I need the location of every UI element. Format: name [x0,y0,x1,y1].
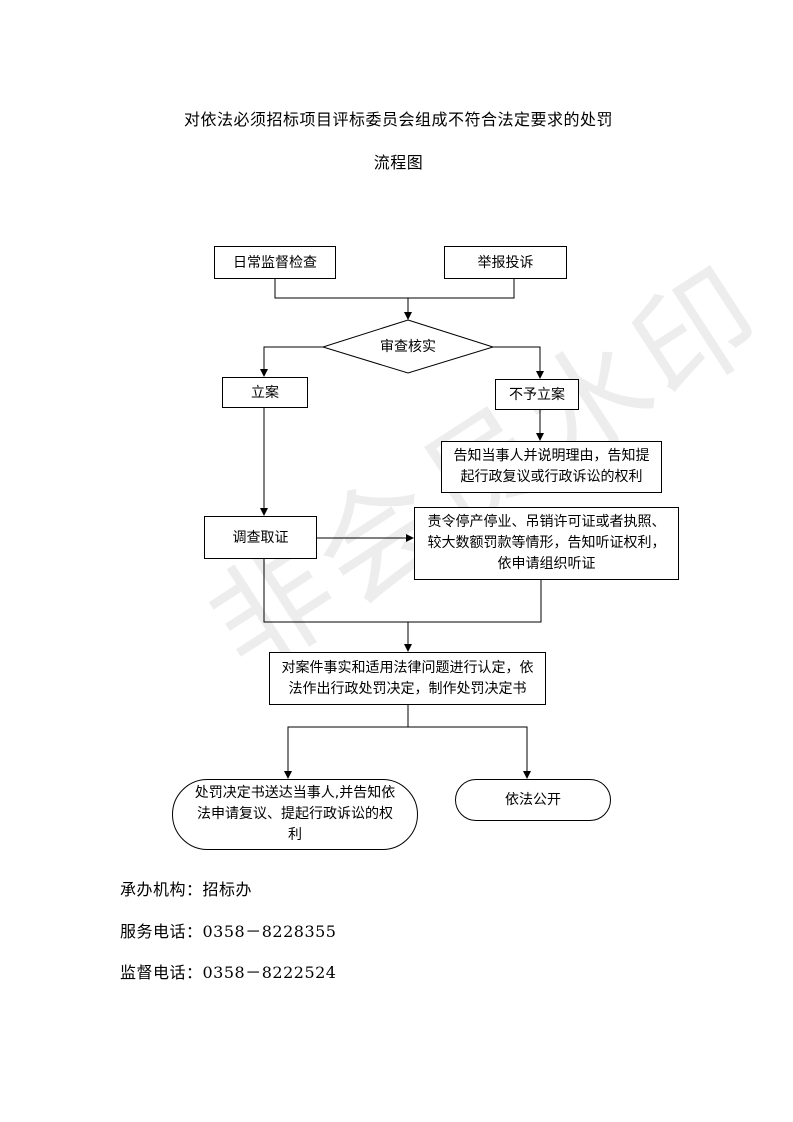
service-phone-info: 服务电话：0358－8228355 [120,922,337,941]
daily-inspection-box: 日常监督检查 [214,246,336,279]
hearing-notice-box: 责令停产停业、吊销许可证或者执照、较大数额罚款等情形，告知听证权利，依申请组织听… [414,507,679,580]
connector-hearing-down [408,580,542,623]
publicize-box: 依法公开 [455,779,611,821]
arrow-to-file-case [260,346,323,377]
investigate-box: 调查取证 [204,516,317,559]
title-line-1: 对依法必须招标项目评标委员会组成不符合法定要求的处罚 [183,110,613,129]
arrow-to-not-file-case [493,346,544,379]
review-verify-label: 审查核实 [380,339,436,355]
deliver-decision-box: 处罚决定书送达当事人,并告知依法申请复议、提起行政诉讼的权利 [172,779,418,850]
arrow-to-deliver [284,726,408,779]
review-diamond [321,319,495,374]
connector-daily-inspection [274,279,408,299]
title-line-2: 流程图 [373,153,424,172]
report-complaint-box: 举报投诉 [444,246,567,279]
determine-decide-box: 对案件事实和适用法律问题进行认定，依法作出行政处罚决定，制作处罚决定书 [269,652,546,705]
not-file-case-box: 不予立案 [495,379,579,410]
file-case-box: 立案 [222,377,308,408]
agency-info: 承办机构：招标办 [120,880,253,899]
arrow-to-publicize [408,726,531,779]
supervision-phone-info: 监督电话：0358－8222524 [120,963,337,982]
connector-investigate-down [263,559,408,623]
notify-reason-box: 告知当事人并说明理由，告知提起行政复议或行政诉讼的权利 [441,441,662,493]
connector-report-complaint [408,279,515,299]
